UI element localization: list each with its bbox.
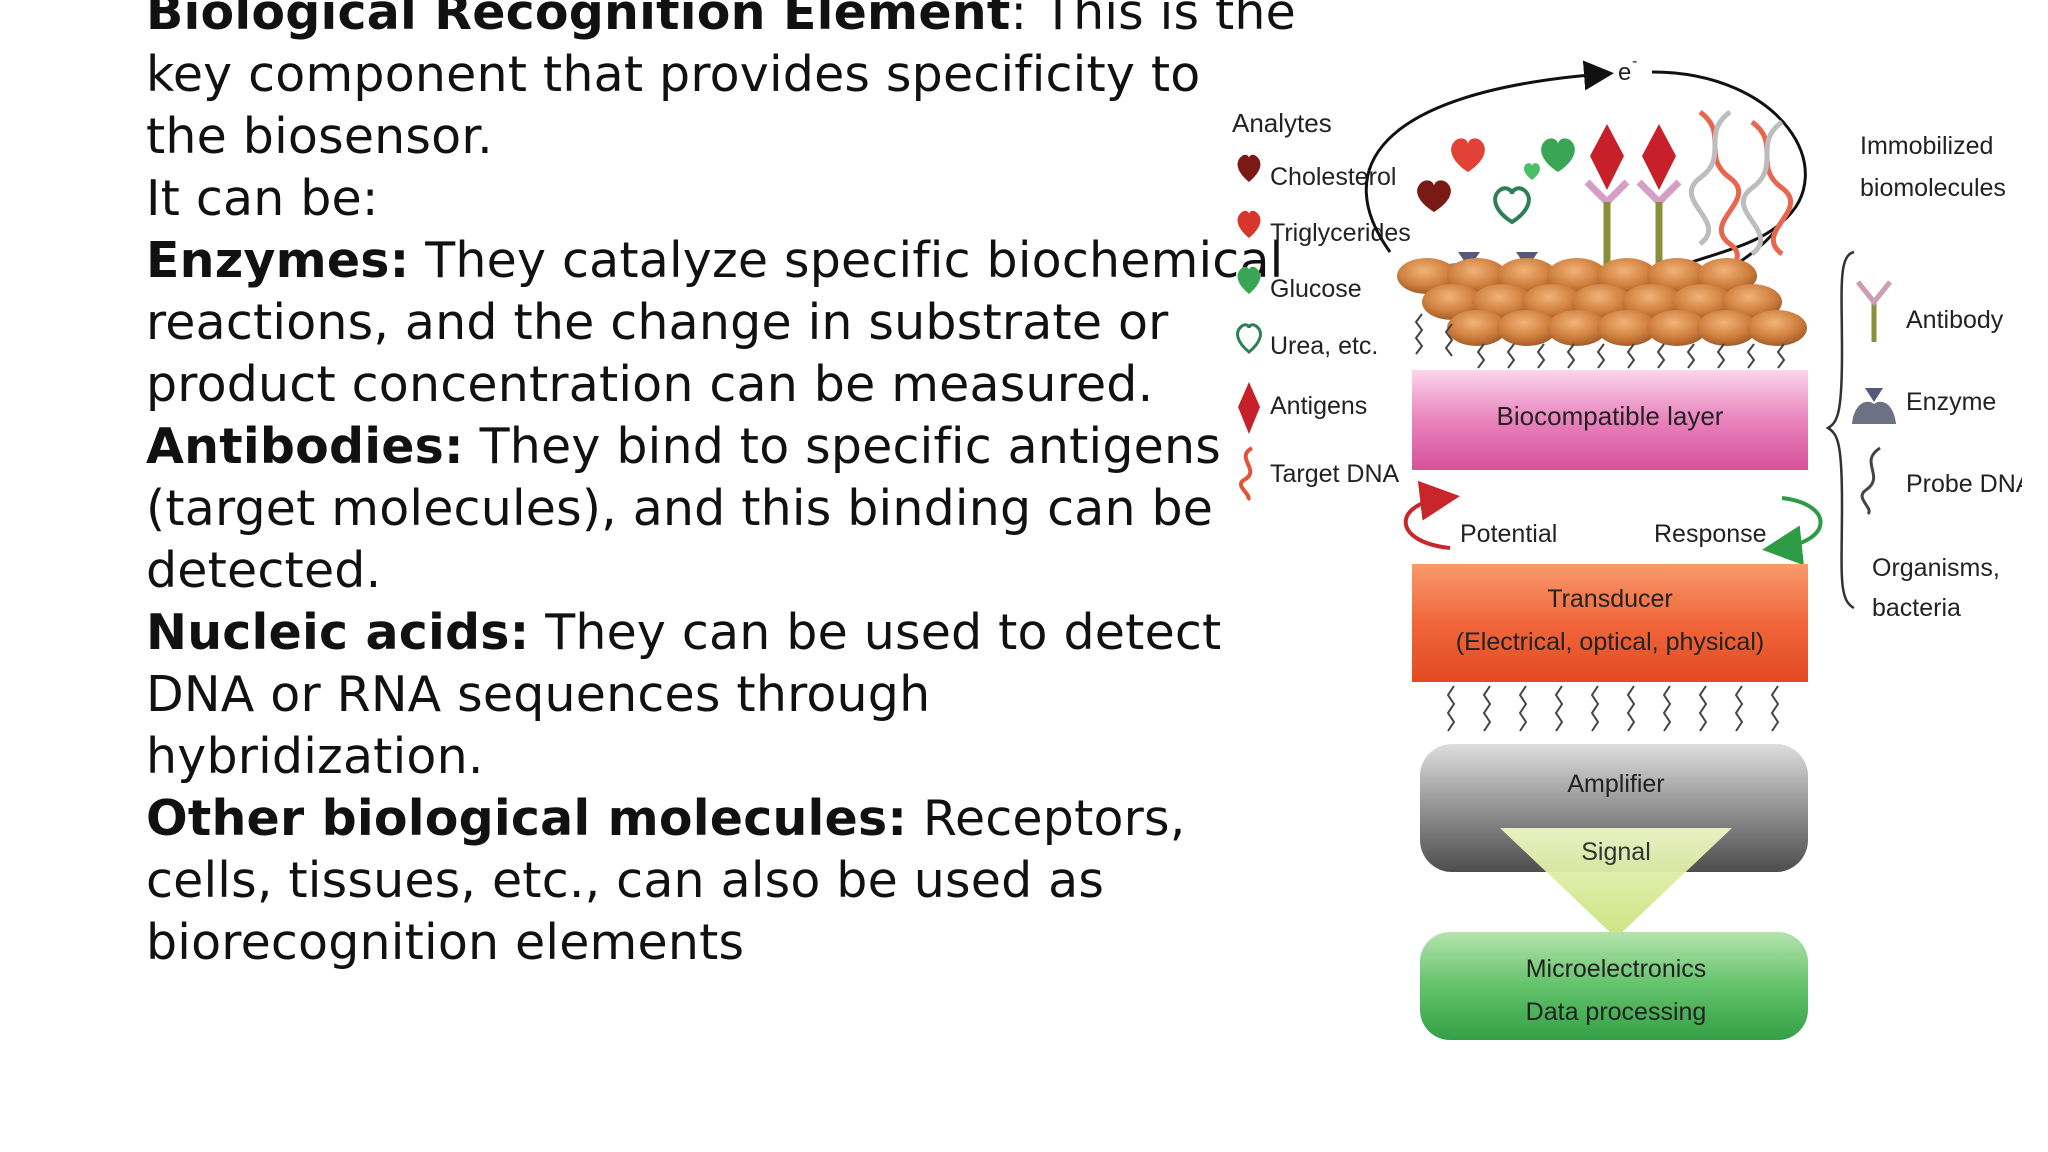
probe-dna-icon — [1860, 446, 1881, 516]
enzymes-line-3: product concentration can be measured. — [146, 356, 1154, 413]
it-can-be-line: It can be: — [146, 170, 379, 227]
glucose-molecule — [1541, 138, 1575, 172]
enzymes-term: Enzymes: — [146, 232, 410, 289]
ellipse-outline — [1651, 70, 1807, 264]
cholesterol-molecule — [1417, 180, 1451, 212]
legend-enzyme: Enzyme — [1852, 388, 1996, 424]
probe-dna-label: Probe DNA — [1906, 470, 2022, 498]
analyte-glucose: Glucose — [1237, 266, 1362, 303]
legend-brace — [1825, 250, 1855, 610]
urea-molecule — [1493, 186, 1531, 225]
analyte-urea: Urea, etc. — [1236, 323, 1378, 360]
intro-line-3: the biosensor. — [146, 108, 493, 165]
nucleic-line-3: hybridization. — [146, 728, 484, 785]
antibodies-line-3: detected. — [146, 542, 382, 599]
intro-line-1: Biological Recognition Element: This is … — [146, 0, 1296, 44]
heart-red-icon — [1237, 210, 1261, 238]
glucose-molecule-small — [1524, 163, 1540, 180]
dna-strand-icon — [1239, 446, 1254, 502]
diamond-red-icon — [1238, 382, 1260, 434]
electron-label: e — [1618, 59, 1631, 86]
other-line-3: biorecognition elements — [146, 914, 745, 971]
dna-hybrid-helix — [1689, 109, 1741, 286]
analyte-label: Antigens — [1270, 392, 1367, 420]
enzymes-line-1: Enzymes: They catalyze specific biochemi… — [146, 230, 1283, 292]
transducer-sublabel: (Electrical, optical, physical) — [1456, 628, 1764, 656]
analyte-label: Target DNA — [1270, 460, 1400, 488]
antibodies-line-2: (target molecules), and this binding can… — [146, 480, 1214, 537]
enzymes-line-2: reactions, and the change in substrate o… — [146, 294, 1169, 351]
enzyme-label: Enzyme — [1906, 388, 1996, 416]
data-processing-label: Data processing — [1526, 998, 1707, 1026]
other-term: Other biological molecules: — [146, 790, 908, 847]
analyte-label: Urea, etc. — [1270, 332, 1378, 360]
analyte-label: Glucose — [1270, 275, 1362, 303]
triglyceride-molecule — [1451, 138, 1485, 172]
signal-triangle: Signal — [1500, 828, 1732, 938]
dna-hybrid-helix — [1741, 119, 1793, 257]
transducer-layer: Transducer (Electrical, optical, physica… — [1412, 564, 1808, 682]
substrate-blob-layer — [1397, 258, 1807, 346]
analyte-antigens: Antigens — [1238, 382, 1367, 434]
enzyme-icon — [1852, 388, 1896, 424]
immobilized-legend: Immobilized biomolecules Antibody Enzyme… — [1825, 132, 2022, 622]
linker-chains-lower — [1446, 685, 1780, 732]
microelectronics-block: Microelectronics Data processing — [1420, 932, 1808, 1040]
response-label: Response — [1654, 520, 1767, 548]
analyte-label: Cholesterol — [1270, 163, 1396, 191]
amplifier-label: Amplifier — [1567, 770, 1664, 798]
heart-dark-red-icon — [1237, 154, 1261, 182]
other-line-2: cells, tissues, etc., can also be used a… — [146, 852, 1105, 909]
potential-response-row: Potential Response — [1403, 480, 1823, 566]
nucleic-text: They can be used to detect — [529, 604, 1222, 661]
potential-arrow — [1403, 480, 1460, 550]
analyte-triglycerides: Triglycerides — [1237, 210, 1411, 247]
enzymes-text: They catalyze specific biochemical — [409, 232, 1284, 289]
organisms-label: Organisms, — [1872, 554, 2000, 582]
microelectronics-label: Microelectronics — [1526, 955, 1707, 983]
analyte-capture-zone: e - — [1364, 53, 1807, 296]
nucleic-line-1: Nucleic acids: They can be used to detec… — [146, 602, 1226, 664]
nucleic-term: Nucleic acids: — [146, 604, 530, 661]
biosensor-diagram: Analytes Cholesterol Triglycerides Gluco… — [1232, 53, 2022, 1040]
immobilized-title-line-1: Immobilized — [1860, 132, 1993, 160]
electron-charge: - — [1632, 53, 1637, 70]
blob-row-top — [1397, 258, 1757, 294]
antibodies-term: Antibodies: — [146, 418, 464, 475]
intro-text: : This is the — [1010, 0, 1296, 41]
other-text: Receptors, — [907, 790, 1186, 847]
signal-label: Signal — [1581, 838, 1651, 866]
antibodies-line-1: Antibodies: They bind to specific antige… — [146, 416, 1226, 478]
linker-chains-upper — [1414, 313, 1786, 369]
legend-antibody: Antibody — [1856, 280, 2004, 342]
immobilized-title-line-2: biomolecules — [1860, 174, 2006, 202]
antibody-label: Antibody — [1906, 306, 2004, 334]
biocompatible-layer: Biocompatible layer — [1412, 370, 1808, 470]
intro-line-2: key component that provides specificity … — [146, 46, 1201, 103]
response-arrow — [1762, 496, 1823, 566]
biocompatible-layer-label: Biocompatible layer — [1497, 401, 1724, 431]
analyte-label: Triglycerides — [1270, 219, 1411, 247]
potential-label: Potential — [1460, 520, 1557, 548]
antibodies-text: They bind to specific antigens — [463, 418, 1222, 475]
intro-term: Biological Recognition Element — [146, 0, 1011, 41]
slide-body-text: Biological Recognition Element: This is … — [146, 0, 1296, 974]
nucleic-line-2: DNA or RNA sequences through — [146, 666, 931, 723]
analyte-target-dna: Target DNA — [1239, 446, 1400, 502]
transducer-label: Transducer — [1547, 585, 1673, 613]
legend-organisms: Organisms, bacteria — [1872, 554, 2000, 622]
heart-outline-icon — [1236, 323, 1262, 354]
analytes-title: Analytes — [1232, 108, 1332, 138]
blob-row-middle — [1422, 284, 1782, 320]
legend-probe-dna: Probe DNA — [1860, 446, 2022, 516]
electron-flow-arrow — [1364, 60, 1614, 253]
analyte-cholesterol: Cholesterol — [1237, 154, 1396, 191]
blob-row-bottom — [1447, 310, 1807, 346]
heart-green-icon — [1237, 266, 1261, 294]
bacteria-label: bacteria — [1872, 594, 1961, 622]
other-line-1: Other biological molecules: Receptors, — [146, 788, 1226, 850]
